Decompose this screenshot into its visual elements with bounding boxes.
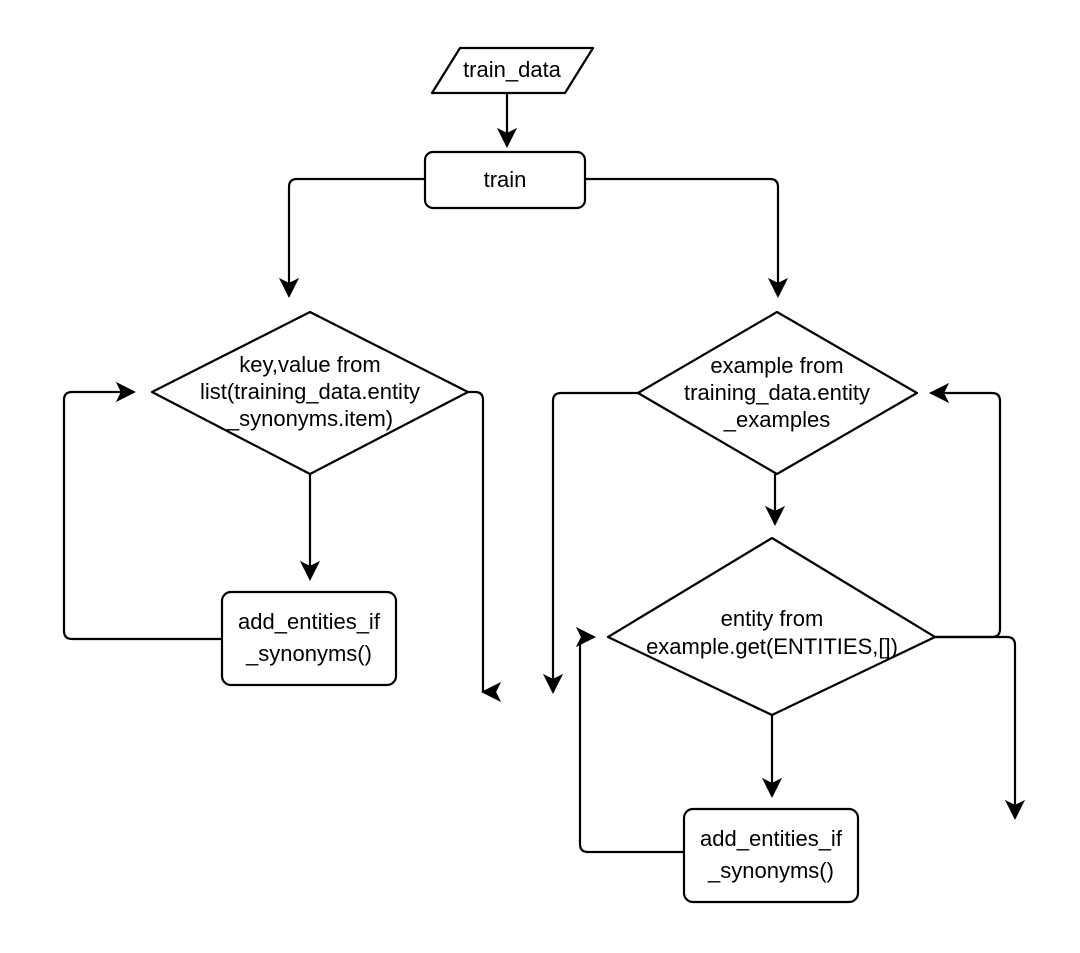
- loop-synonyms-label-line-2: list(training_data.entity: [200, 379, 420, 404]
- node-add-entities-left[interactable]: add_entities_if _synonyms(): [220, 590, 398, 687]
- node-loop-synonyms[interactable]: key,value from list(training_data.entity…: [150, 310, 470, 476]
- add-entities-right-box: [682, 807, 860, 904]
- node-layer: train_data train key,value from list(tra…: [150, 46, 937, 904]
- loop-synonyms-diamond: [150, 310, 470, 476]
- edge-train-to-loop_examples: [585, 177, 789, 299]
- train-data-label: train_data: [463, 57, 562, 82]
- loop-synonyms-label-line-1: key,value from: [239, 352, 380, 377]
- node-loop-examples[interactable]: example from training_data.entity _examp…: [636, 310, 919, 476]
- loop-synonyms-label-line-3: _synonyms.item): [226, 406, 393, 431]
- edge-loop_examples-exit: [542, 391, 638, 695]
- loop-examples-diamond: [636, 310, 919, 476]
- node-loop-entities[interactable]: entity from example.get(ENTITIES,[]): [606, 536, 937, 717]
- train-box: [423, 150, 587, 210]
- loop-examples-label-line-3: _examples: [723, 407, 830, 432]
- loop-entities-label-line-1: entity from: [721, 606, 824, 631]
- add-entities-left-label-line-2: _synonyms(): [245, 641, 372, 666]
- node-add-entities-right[interactable]: add_entities_if _synonyms(): [682, 807, 860, 904]
- edge-layer: [62, 93, 1026, 854]
- add-entities-right-label-line-1: add_entities_if: [700, 826, 843, 851]
- edge-add_entities_right-to-loop_entities: [575, 626, 684, 854]
- edge-train-to-loop_synonyms: [278, 177, 425, 299]
- node-train[interactable]: train: [423, 150, 587, 210]
- node-train-data[interactable]: train_data: [430, 46, 595, 95]
- edge-add_entities_left-to-loop_synonyms: [62, 381, 222, 641]
- loop-entities-label-line-2: example.get(ENTITIES,[]): [646, 634, 898, 659]
- edge-loop_synonyms-exit: [468, 390, 502, 703]
- edge-loop_entities-to-loop_examples: [928, 382, 1002, 639]
- loop-examples-label-line-1: example from: [710, 353, 843, 378]
- add-entities-left-box: [220, 590, 398, 687]
- add-entities-left-label-line-1: add_entities_if: [238, 609, 381, 634]
- add-entities-right-label-line-2: _synonyms(): [707, 858, 834, 883]
- train-data-parallelogram: [430, 46, 595, 95]
- train-label: train: [484, 167, 527, 192]
- loop-entities-diamond: [606, 536, 937, 717]
- loop-examples-label-line-2: training_data.entity: [684, 380, 870, 405]
- edge-loop_entities-exit: [935, 635, 1026, 821]
